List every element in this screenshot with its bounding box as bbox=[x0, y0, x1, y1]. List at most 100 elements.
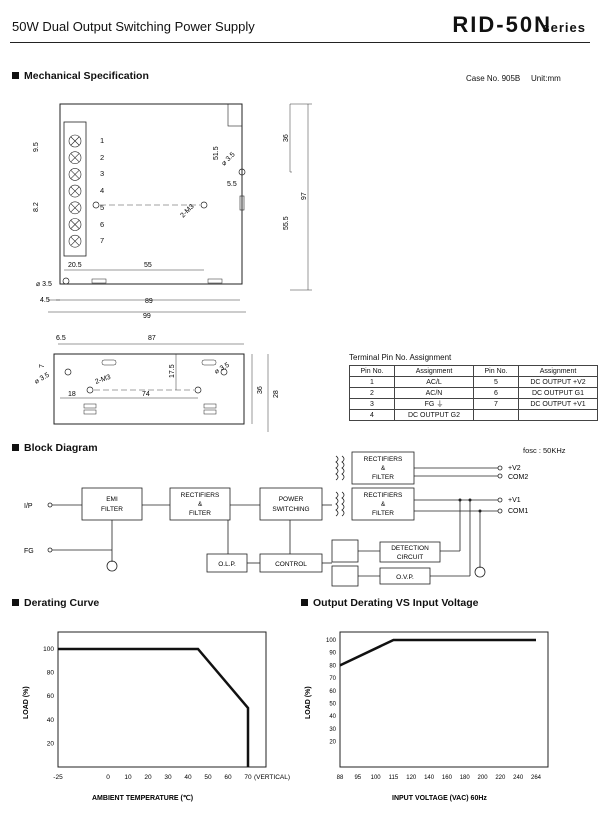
x-tick-label: 50 bbox=[204, 774, 212, 781]
rect-out2-label-3: FILTER bbox=[372, 474, 394, 481]
derating-line bbox=[58, 647, 250, 767]
y-tick-label: 60 bbox=[47, 693, 55, 700]
terminal-cross-icon bbox=[70, 153, 80, 162]
terminal-cross-icon bbox=[70, 136, 80, 146]
ip-label: I/P bbox=[24, 503, 33, 510]
input-derating-frame bbox=[339, 631, 549, 768]
com1-label: COM1 bbox=[508, 508, 528, 515]
x-tick-label: 100 bbox=[371, 775, 382, 781]
dim-side-hole-a: ⌀ 3.5 bbox=[34, 372, 51, 386]
x-tick-label: 10 bbox=[124, 774, 132, 781]
input-derating-x-label: INPUT VOLTAGE (VAC) 60Hz bbox=[392, 795, 487, 802]
y-tick-label: 60 bbox=[329, 689, 336, 695]
derating-x-label: AMBIENT TEMPERATURE (℃) bbox=[92, 794, 193, 802]
document-subtitle: 50W Dual Output Switching Power Supply bbox=[12, 19, 255, 34]
olp-label: O.L.P. bbox=[218, 561, 236, 568]
pin-header-2: Pin No. bbox=[473, 365, 519, 377]
pin-number: 1 bbox=[349, 376, 395, 388]
case-number: Case No. 905B bbox=[466, 74, 521, 83]
terminal-number: 6 bbox=[100, 219, 105, 229]
terminal-cross-icon bbox=[70, 186, 80, 196]
pin-assignment: AC/N bbox=[394, 387, 474, 399]
dim-2-m3: 2-M3 bbox=[179, 203, 195, 219]
pin-assignment bbox=[518, 409, 598, 421]
dim-8-2: 8.2 bbox=[33, 202, 40, 212]
pin-number: 4 bbox=[349, 409, 395, 421]
dim-hole-3-5-b: ⌀ 3.5 bbox=[36, 281, 52, 288]
mechanical-drawing: 9.5 8.2 51.5 36 55.5 97 5.5 ⌀ 3.5 2-M3 2… bbox=[33, 103, 312, 432]
header-rule bbox=[10, 42, 590, 43]
pin-number bbox=[473, 409, 519, 421]
dim-99: 99 bbox=[143, 313, 151, 320]
v1-label: +V1 bbox=[508, 497, 521, 504]
dim-side-28: 28 bbox=[273, 390, 280, 398]
y-tick-label: 50 bbox=[329, 702, 336, 708]
pin-number: 5 bbox=[473, 376, 519, 388]
input-derating-title-text: Output Derating VS Input Voltage bbox=[313, 597, 479, 609]
com2-label: COM2 bbox=[508, 474, 528, 481]
terminal-screw-icon bbox=[68, 151, 82, 164]
dim-9-5: 9.5 bbox=[33, 142, 40, 152]
dim-side-7: 7 bbox=[39, 364, 46, 368]
y-tick-label: 20 bbox=[329, 740, 336, 746]
pin-number: 2 bbox=[349, 387, 395, 399]
terminal-number: 1 bbox=[100, 136, 105, 145]
dim-side-36: 36 bbox=[257, 386, 264, 394]
y-tick-label: 100 bbox=[326, 638, 337, 644]
series-label: series bbox=[542, 20, 586, 35]
block-title-text: Block Diagram bbox=[24, 442, 98, 454]
block-section-title: Block Diagram bbox=[12, 442, 98, 454]
dim-side-2-m3: 2-M3 bbox=[94, 374, 111, 386]
x-tick-label: 95 bbox=[354, 775, 361, 781]
x-tick-label: 0 bbox=[106, 774, 110, 781]
pin-number: 6 bbox=[473, 387, 519, 399]
rect-out2-label-2: & bbox=[381, 465, 386, 472]
detection-label-1: DETECTION bbox=[391, 545, 429, 552]
terminal-number: 7 bbox=[100, 236, 105, 246]
x-tick-label: 40 bbox=[184, 774, 192, 781]
x-tick-label: 160 bbox=[442, 775, 453, 781]
derating-vertical-note: (VERTICAL) bbox=[254, 774, 290, 781]
section-bullet-icon bbox=[12, 444, 19, 451]
emi-label-2: FILTER bbox=[101, 506, 123, 513]
terminal-cross-icon bbox=[70, 170, 80, 179]
x-tick-label: 180 bbox=[460, 775, 471, 781]
x-tick-label: 264 bbox=[531, 775, 542, 781]
terminal-screw-icon bbox=[68, 234, 82, 248]
derating-frame bbox=[57, 631, 267, 768]
dim-side-18: 18 bbox=[68, 391, 76, 398]
power-label-2: SWITCHING bbox=[272, 506, 309, 513]
derating-title-text: Derating Curve bbox=[24, 597, 100, 609]
terminal-screw-icon bbox=[68, 134, 82, 148]
derating-section-title: Derating Curve bbox=[12, 597, 99, 609]
input-derating-section-title: Output Derating VS Input Voltage bbox=[301, 597, 478, 609]
x-tick-label: 115 bbox=[389, 775, 399, 781]
pin-number: 7 bbox=[473, 398, 519, 410]
section-bullet-icon bbox=[12, 72, 19, 79]
rect-out2-label-1: RECTIFIERS bbox=[364, 456, 403, 463]
dim-side-74: 74 bbox=[142, 391, 150, 398]
fg-label: FG bbox=[24, 548, 34, 555]
pin-assignment: DC OUTPUT G2 bbox=[394, 409, 474, 421]
terminal-screw-icon bbox=[68, 168, 82, 181]
assign-header-1: Assignment bbox=[394, 365, 474, 377]
dim-5-5: 5.5 bbox=[227, 181, 237, 188]
pin-assignment: DC OUTPUT +V1 bbox=[518, 398, 598, 410]
dim-side-6-5: 6.5 bbox=[56, 335, 66, 342]
section-bullet-icon bbox=[12, 599, 19, 606]
x-tick-label: 30 bbox=[164, 774, 172, 781]
section-bullet-icon bbox=[301, 599, 308, 606]
rect-out1-label-1: RECTIFIERS bbox=[364, 492, 403, 499]
dim-hole-3-5-a: ⌀ 3.5 bbox=[220, 151, 236, 167]
y-tick-label: 40 bbox=[329, 714, 336, 720]
pin-assignment: AC/L bbox=[394, 376, 474, 388]
x-tick-label: 88 bbox=[337, 775, 344, 781]
x-tick-label: 60 bbox=[224, 774, 232, 781]
rect-out1-label-2: & bbox=[381, 501, 386, 508]
pin-assignment: FG ⏚ bbox=[394, 398, 474, 410]
terminal-number: 5 bbox=[100, 202, 105, 212]
fosc-label: fosc : 50KHz bbox=[523, 446, 566, 455]
